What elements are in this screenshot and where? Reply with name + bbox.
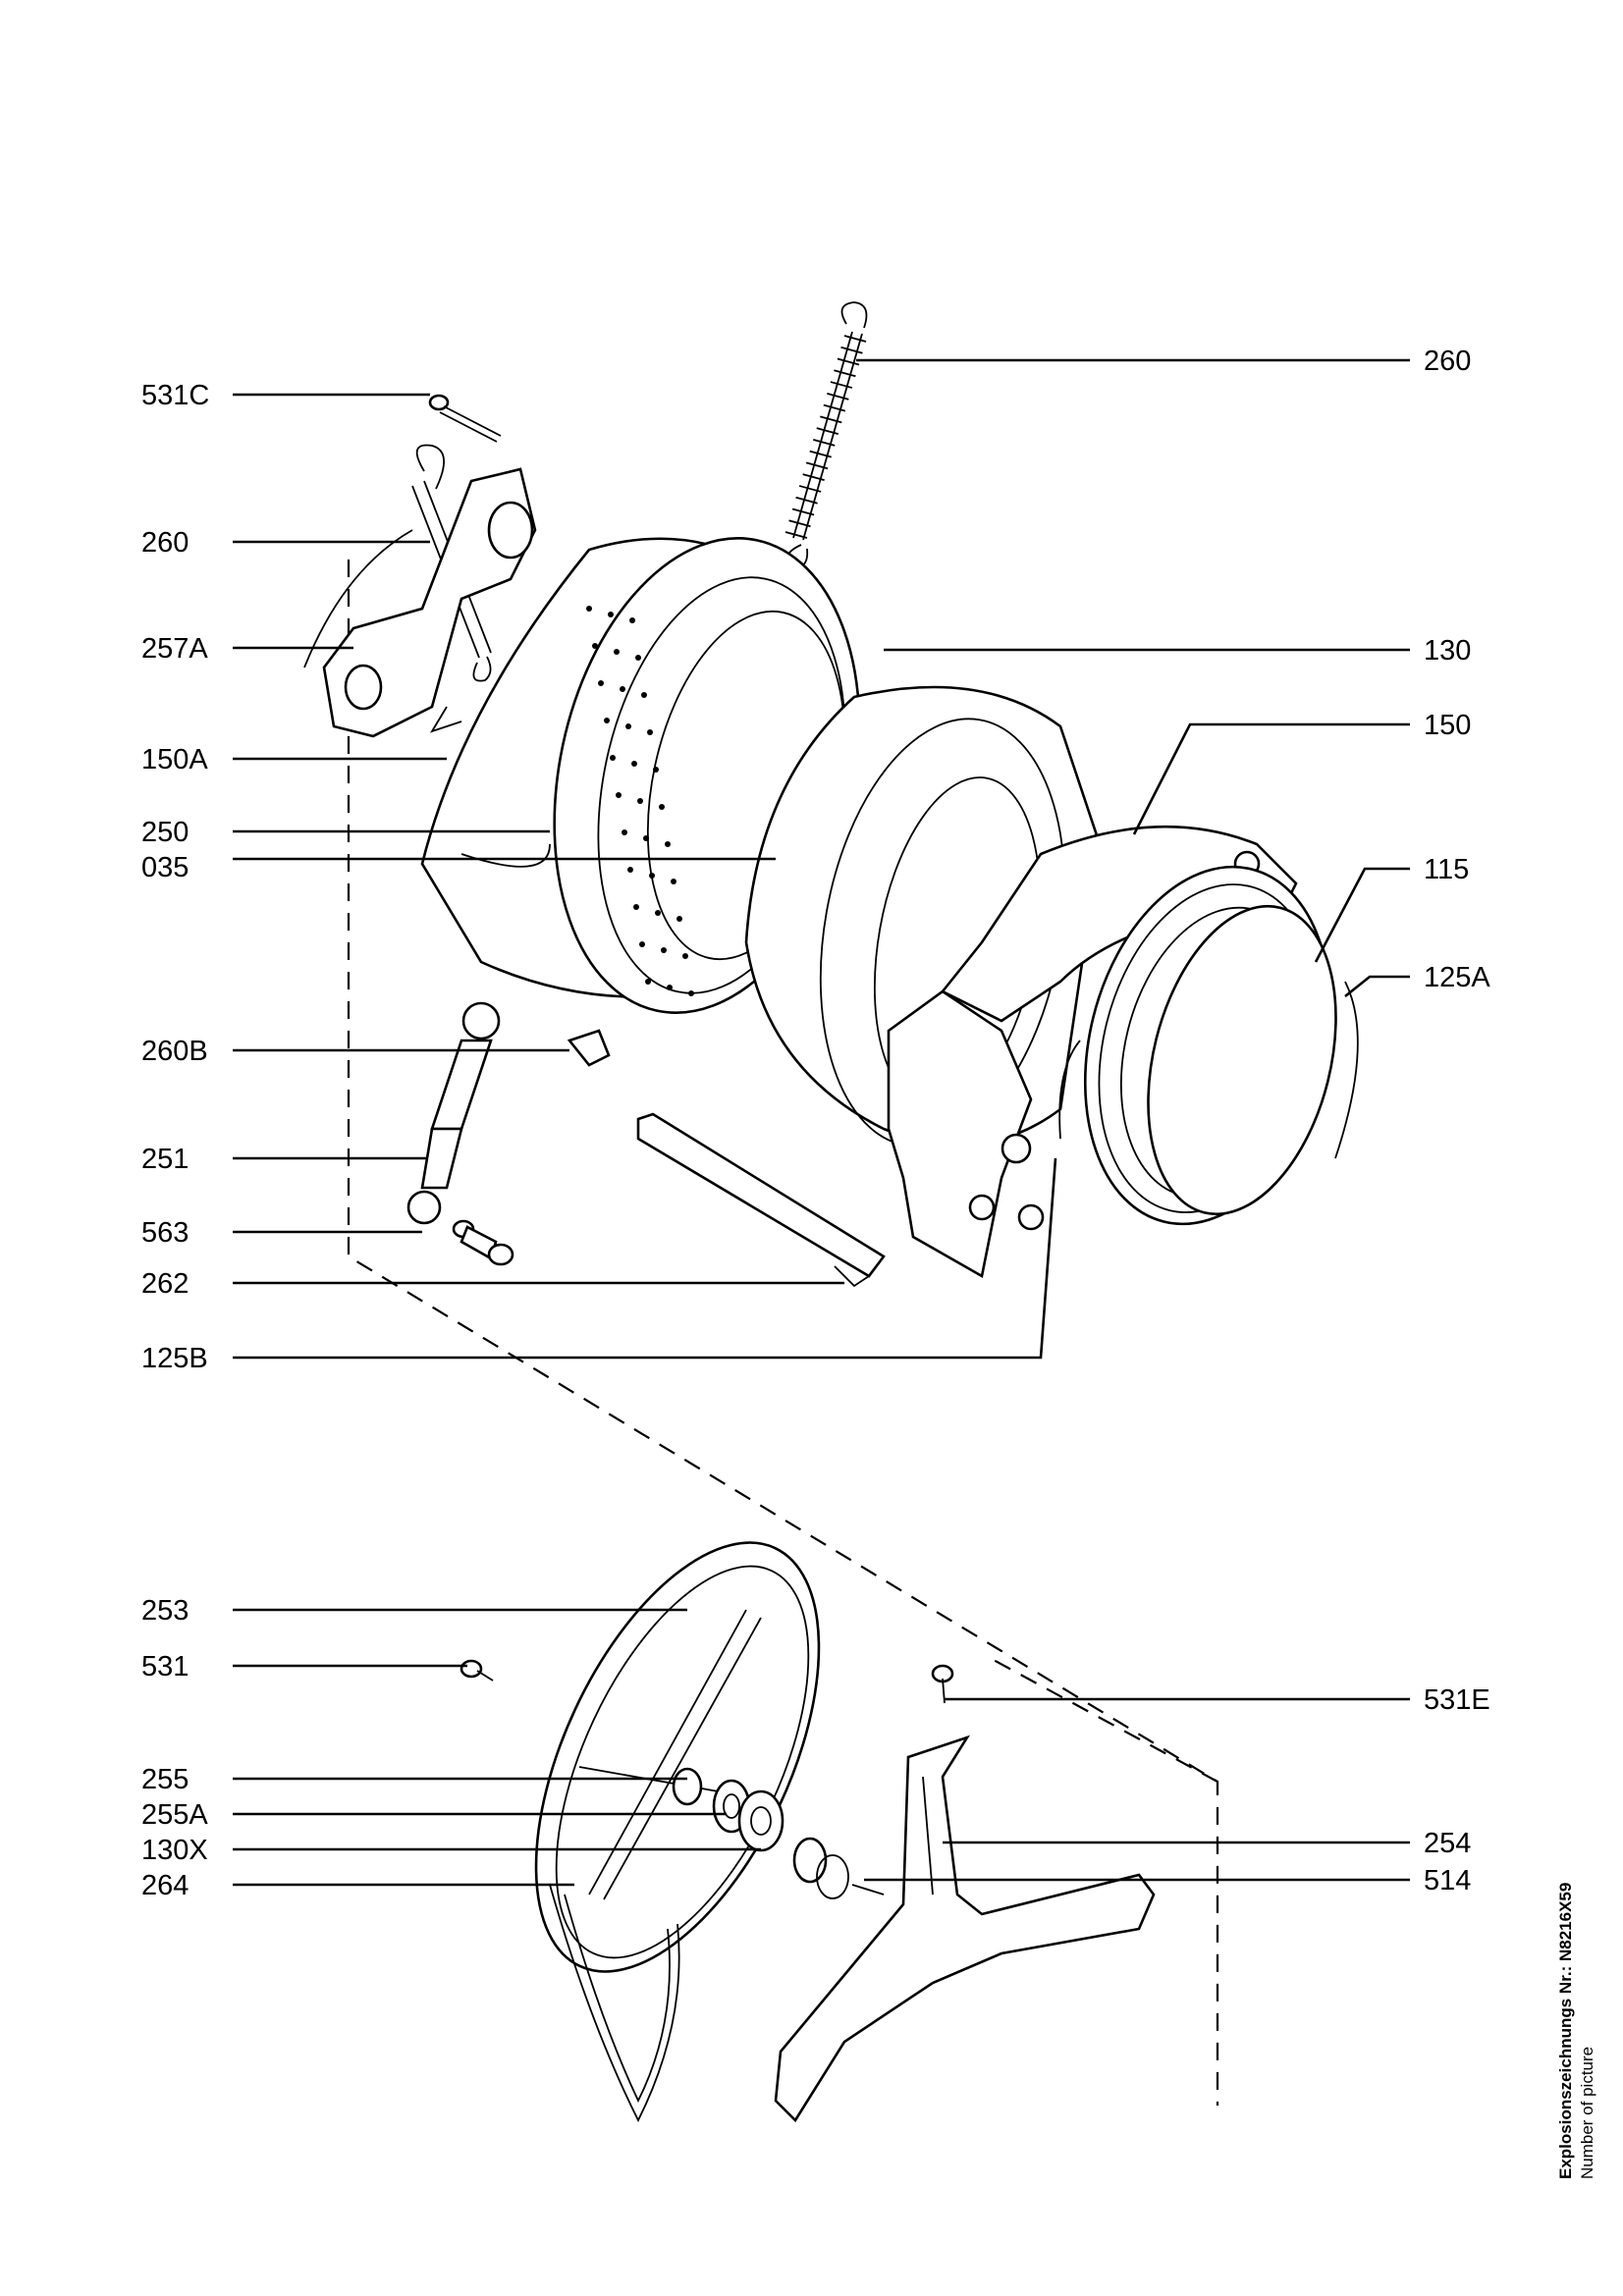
- assembly-boundary-dashed: [347, 560, 1219, 2106]
- label-125B: 125B: [141, 1343, 208, 1374]
- label-260-top: 260: [1424, 346, 1471, 377]
- bushing-514: [792, 1837, 885, 1899]
- label-514: 514: [1424, 1865, 1471, 1896]
- spider-arm-254: [774, 1735, 1156, 2123]
- label-150A: 150A: [141, 744, 208, 775]
- label-257A: 257A: [141, 633, 208, 665]
- door-seal-115: [1083, 865, 1337, 1226]
- label-125A: 125A: [1424, 962, 1490, 993]
- label-253: 253: [141, 1595, 189, 1627]
- label-563: 563: [141, 1217, 189, 1249]
- drawing-number: Explosionszeichnungs Nr.: N8216X59: [1556, 1883, 1575, 2179]
- label-255A: 255A: [141, 1799, 208, 1831]
- pulley-253: [534, 1541, 821, 1973]
- clamp-ring-125A: [1334, 981, 1359, 1159]
- label-250: 250: [141, 817, 189, 848]
- label-254: 254: [1424, 1828, 1471, 1859]
- label-260B: 260B: [141, 1036, 208, 1067]
- label-255: 255: [141, 1764, 189, 1795]
- label-531C: 531C: [141, 380, 209, 411]
- label-531: 531: [141, 1651, 189, 1682]
- rail-262: [636, 1112, 886, 1288]
- screw-531: [460, 1659, 494, 1682]
- clamp-ring-125B: [1058, 1040, 1081, 1140]
- bearing-130X: [737, 1789, 784, 1852]
- drawing-number-en: Number of picture: [1578, 2047, 1596, 2179]
- leader-lines: [233, 358, 1410, 1887]
- label-531E: 531E: [1424, 1684, 1490, 1716]
- label-035: 035: [141, 852, 189, 883]
- counterweight-257A: [303, 467, 537, 738]
- label-260-left: 260: [141, 527, 189, 559]
- spring-260-top: [784, 301, 868, 568]
- pin-563: [452, 1219, 514, 1266]
- label-130X: 130X: [141, 1835, 208, 1866]
- bearing-255: [672, 1767, 703, 1806]
- screw-531E: [931, 1664, 954, 1704]
- label-115: 115: [1424, 854, 1469, 885]
- label-150: 150: [1424, 710, 1471, 741]
- label-130: 130: [1424, 635, 1471, 667]
- clip-260B: [567, 1029, 611, 1067]
- label-264: 264: [141, 1870, 189, 1901]
- label-251: 251: [141, 1144, 189, 1175]
- shock-absorber-251: [406, 1001, 501, 1225]
- label-262: 262: [141, 1268, 189, 1300]
- belt-264: [549, 1884, 680, 2123]
- bolt-531C: [428, 394, 502, 443]
